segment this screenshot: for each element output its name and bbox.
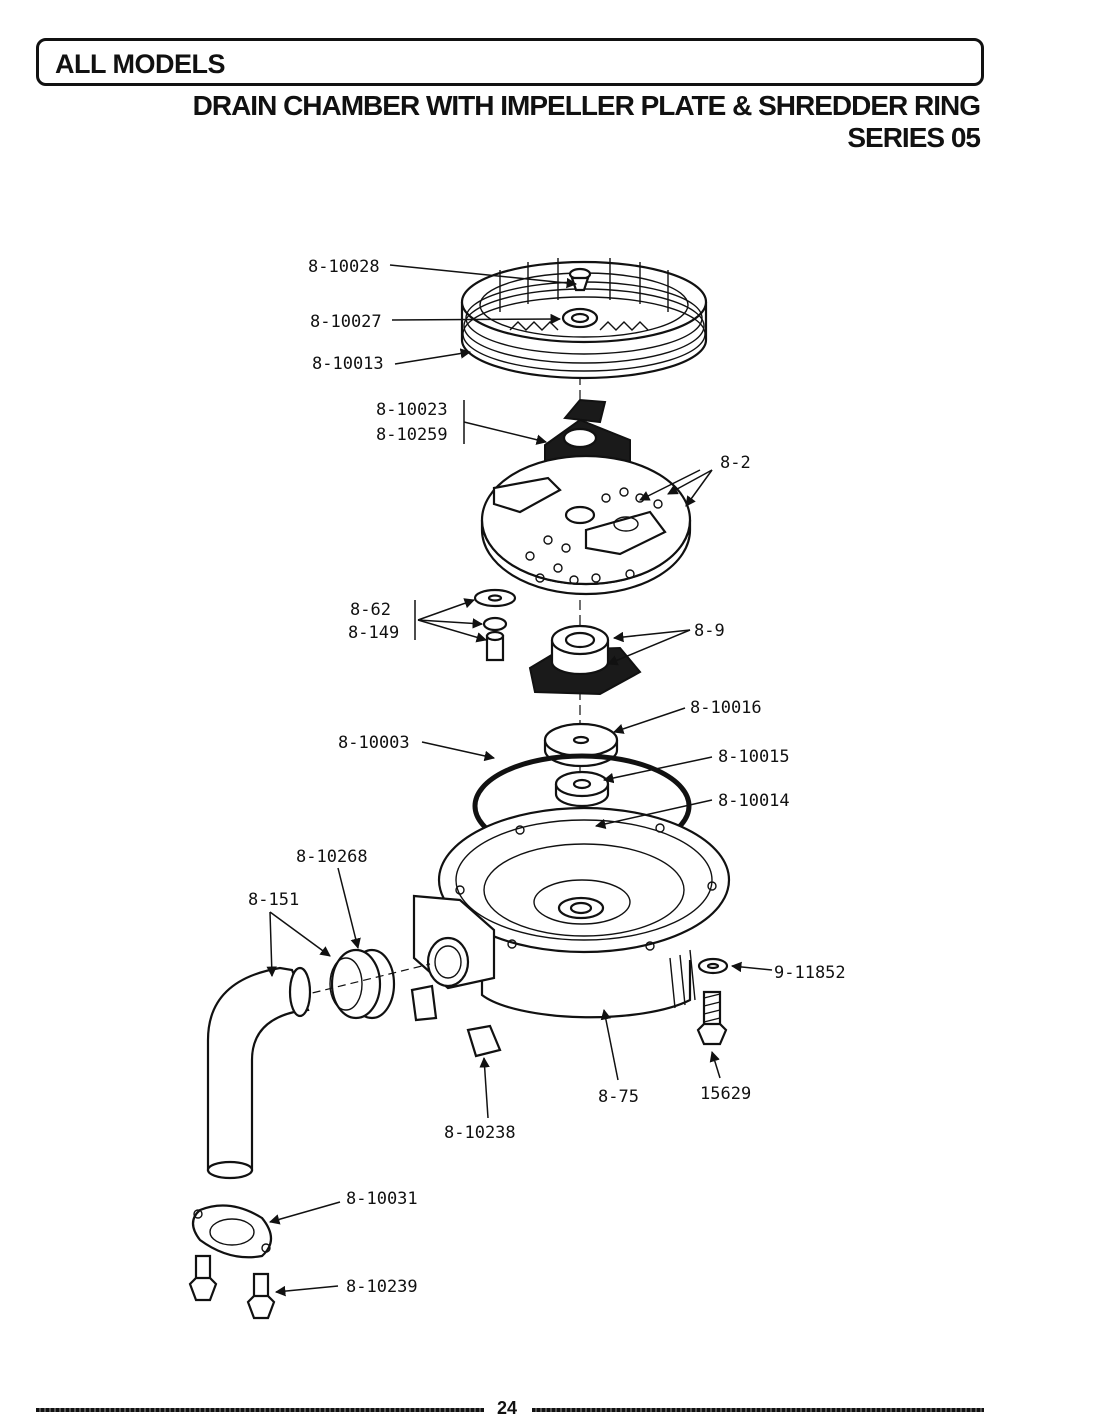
lock-washer-drawing [697, 957, 729, 975]
ring-washer-drawing [561, 307, 599, 329]
header-box: ALL MODELS [36, 38, 984, 86]
spacer-washer-drawing [554, 770, 610, 808]
section-label: ALL MODELS [55, 49, 226, 79]
page-title: DRAIN CHAMBER WITH IMPELLER PLATE & SHRE… [192, 90, 981, 121]
callout-8-10031: 8-10031 [346, 1189, 418, 1209]
callout-8-75: 8-75 [598, 1087, 639, 1107]
callout-8-10239: 8-10239 [346, 1277, 418, 1297]
callout-8-10259: 8-10259 [376, 425, 448, 445]
mounting-clip-drawing [410, 984, 502, 1058]
callout-8-10003: 8-10003 [338, 733, 410, 753]
callout-8-149: 8-149 [348, 623, 399, 643]
callout-8-10016: 8-10016 [690, 698, 762, 718]
callout-8-10014: 8-10014 [718, 791, 790, 811]
rubber-washer-drawing [543, 722, 619, 768]
impeller-plate-drawing [480, 454, 692, 596]
footer-rule-right [532, 1408, 984, 1412]
flange-bolt-drawing [188, 1254, 276, 1320]
hose-grommet-drawing [329, 948, 396, 1020]
page-subtitle: SERIES 05 [847, 122, 981, 153]
callout-8-10027: 8-10027 [310, 312, 382, 332]
impeller-lug-drawing [528, 624, 642, 696]
hex-bolt-drawing [696, 990, 728, 1046]
callout-8-62: 8-62 [350, 600, 391, 620]
callout-8-10028: 8-10028 [308, 257, 380, 277]
shredder-ring-drawing [460, 258, 708, 380]
callout-8-10013: 8-10013 [312, 354, 384, 374]
callout-8-10023: 8-10023 [376, 400, 448, 420]
page-number: 24 [496, 1398, 518, 1418]
drain-elbow-drawing [206, 966, 312, 1180]
callout-8-10015: 8-10015 [718, 747, 790, 767]
hose-axis-line [299, 963, 431, 997]
footer-rule-left [36, 1408, 484, 1412]
callout-8-9: 8-9 [694, 621, 725, 641]
callout-8-10238: 8-10238 [444, 1123, 516, 1143]
callout-8-10268: 8-10268 [296, 847, 368, 867]
callout-9-11852: 9-11852 [774, 963, 846, 983]
washer-stack-drawing [473, 588, 517, 662]
callout-8-2: 8-2 [720, 453, 751, 473]
flange-gasket-drawing [191, 1204, 273, 1259]
callout-8-151: 8-151 [248, 890, 299, 910]
drain-chamber-drawing [412, 806, 731, 1019]
callout-15629: 15629 [700, 1084, 751, 1104]
leader-lines [266, 264, 773, 1297]
